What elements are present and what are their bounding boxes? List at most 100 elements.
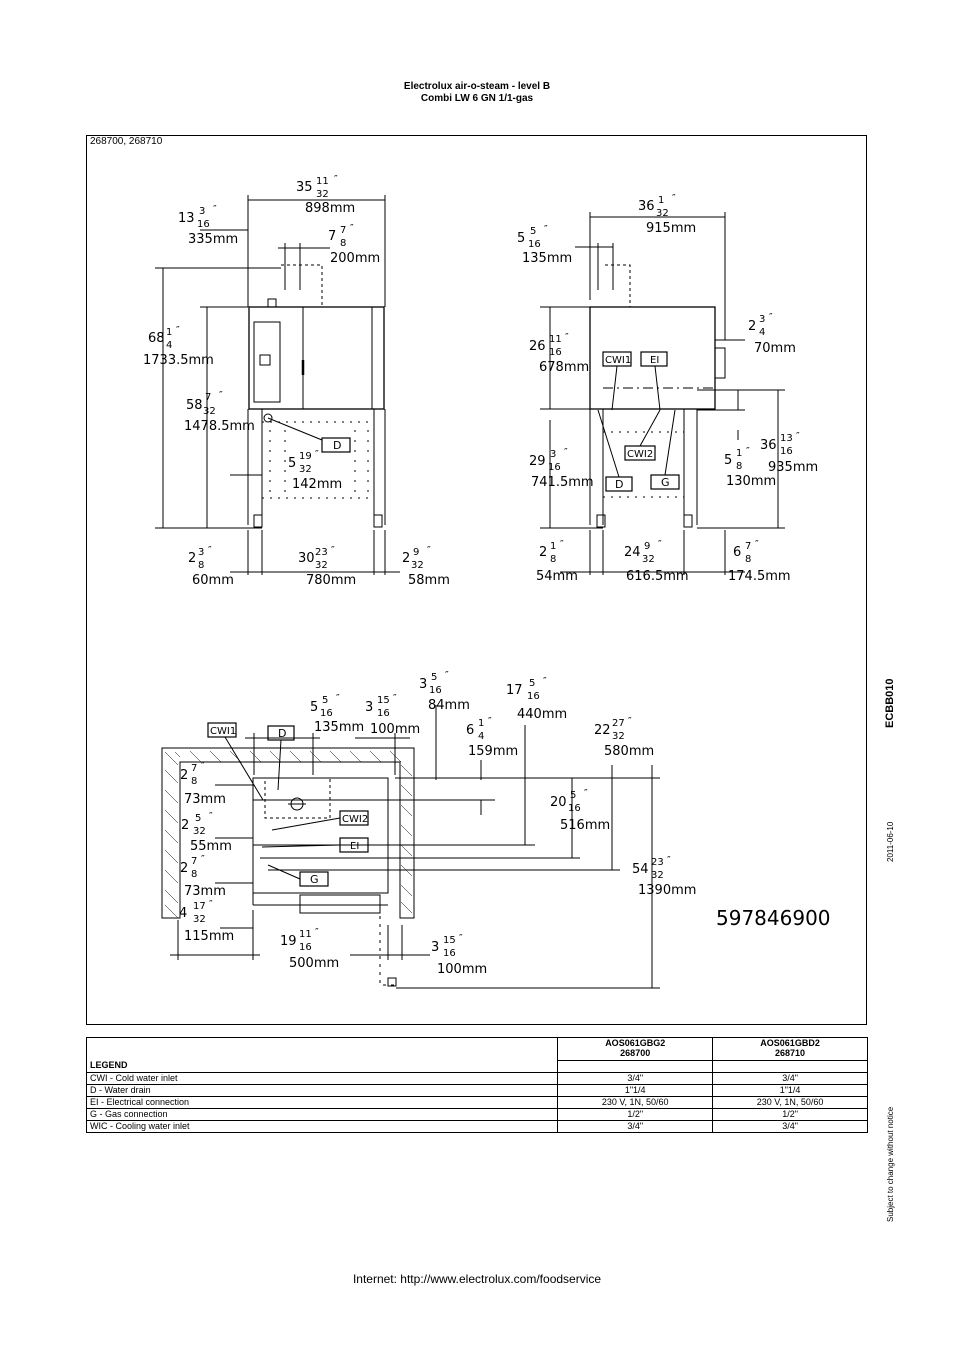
- svg-text:8: 8: [736, 461, 742, 472]
- svg-text:″: ″: [176, 325, 180, 336]
- svg-text:1: 1: [166, 327, 172, 338]
- svg-text:7: 7: [328, 229, 336, 244]
- svg-text:8: 8: [745, 554, 751, 565]
- svg-text:1: 1: [478, 718, 484, 729]
- svg-text:13: 13: [178, 211, 195, 226]
- svg-text:73mm: 73mm: [184, 884, 226, 899]
- svg-text:3: 3: [419, 677, 427, 692]
- svg-text:3: 3: [198, 547, 204, 558]
- svg-text:17: 17: [506, 683, 523, 698]
- top-view: [161, 705, 660, 989]
- svg-text:135mm: 135mm: [314, 720, 364, 735]
- svg-text:5: 5: [195, 813, 201, 824]
- svg-text:73mm: 73mm: [184, 792, 226, 807]
- svg-text:11: 11: [316, 176, 329, 187]
- svg-text:7: 7: [205, 392, 211, 403]
- svg-text:100mm: 100mm: [370, 722, 420, 737]
- svg-text:130mm: 130mm: [726, 474, 776, 489]
- svg-text:″: ″: [331, 545, 335, 556]
- document-code: ECBB010: [884, 678, 896, 728]
- svg-text:2: 2: [539, 545, 547, 560]
- svg-text:616.5mm: 616.5mm: [626, 569, 689, 584]
- svg-text:″: ″: [209, 811, 213, 822]
- svg-text:2: 2: [180, 861, 188, 876]
- svg-text:16: 16: [528, 239, 541, 250]
- svg-text:35: 35: [296, 180, 313, 195]
- table-row: EI - Electrical connection 230 V, 1N, 50…: [85, 1095, 868, 1109]
- svg-text:7: 7: [191, 856, 197, 867]
- svg-text:″: ″: [544, 224, 548, 235]
- svg-text:11: 11: [299, 929, 312, 940]
- svg-text:1733.5mm: 1733.5mm: [143, 353, 214, 368]
- svg-text:CWI1: CWI1: [605, 355, 631, 366]
- document-title: Electrolux air-o-steam - level B: [403, 81, 551, 92]
- svg-text:″: ″: [208, 545, 212, 556]
- svg-text:32: 32: [612, 731, 625, 742]
- svg-text:EI: EI: [650, 355, 659, 366]
- svg-text:16: 16: [377, 708, 390, 719]
- svg-text:20: 20: [550, 795, 567, 810]
- svg-text:EI: EI: [350, 841, 359, 852]
- svg-text:780mm: 780mm: [306, 573, 356, 588]
- svg-text:741.5mm: 741.5mm: [531, 475, 594, 490]
- svg-text:16: 16: [197, 219, 210, 230]
- svg-text:68: 68: [148, 331, 165, 346]
- svg-text:16: 16: [429, 685, 442, 696]
- notice-text: Subject to change without notice: [886, 1106, 895, 1222]
- svg-text:″: ″: [667, 855, 671, 866]
- side-view: [540, 212, 785, 575]
- svg-text:16: 16: [320, 708, 333, 719]
- svg-text:″: ″: [584, 788, 588, 799]
- svg-text:27: 27: [612, 718, 625, 729]
- svg-text:″: ″: [565, 332, 569, 343]
- svg-text:9: 9: [413, 547, 419, 558]
- svg-text:″: ″: [336, 693, 340, 704]
- svg-text:54mm: 54mm: [536, 569, 578, 584]
- svg-text:32: 32: [651, 870, 664, 881]
- table-row: WIC - Cooling water inlet 3/4" 3/4": [85, 1119, 868, 1133]
- svg-text:7: 7: [745, 541, 751, 552]
- svg-text:4: 4: [759, 327, 765, 338]
- svg-text:36: 36: [638, 199, 655, 214]
- svg-text:32: 32: [316, 189, 329, 200]
- svg-text:60mm: 60mm: [192, 573, 234, 588]
- svg-text:″: ″: [209, 899, 213, 910]
- svg-text:22: 22: [594, 723, 611, 738]
- svg-text:″: ″: [315, 449, 319, 460]
- svg-text:″: ″: [796, 431, 800, 442]
- model-numbers: 268700, 268710: [90, 136, 163, 147]
- svg-text:″: ″: [560, 539, 564, 550]
- svg-text:″: ″: [350, 223, 354, 234]
- svg-text:″: ″: [564, 447, 568, 458]
- svg-text:″: ″: [201, 761, 205, 772]
- revision-date: 2011-06-10: [886, 821, 895, 862]
- svg-text:4: 4: [179, 906, 187, 921]
- svg-text:174.5mm: 174.5mm: [728, 569, 791, 584]
- svg-text:58: 58: [186, 398, 203, 413]
- svg-text:16: 16: [549, 347, 562, 358]
- svg-text:″: ″: [445, 670, 449, 681]
- svg-text:4: 4: [478, 731, 484, 742]
- svg-text:16: 16: [780, 446, 793, 457]
- svg-text:1: 1: [736, 448, 742, 459]
- svg-text:29: 29: [529, 454, 546, 469]
- svg-text:335mm: 335mm: [188, 232, 238, 247]
- svg-text:8: 8: [550, 554, 556, 565]
- svg-text:1: 1: [550, 541, 556, 552]
- svg-text:36: 36: [760, 438, 777, 453]
- svg-text:16: 16: [527, 691, 540, 702]
- svg-text:200mm: 200mm: [330, 251, 380, 266]
- svg-text:1390mm: 1390mm: [638, 883, 696, 898]
- svg-text:2: 2: [748, 319, 756, 334]
- svg-text:55mm: 55mm: [190, 839, 232, 854]
- front-view: [155, 195, 400, 575]
- svg-text:915mm: 915mm: [646, 221, 696, 236]
- svg-text:2: 2: [188, 551, 196, 566]
- svg-text:1478.5mm: 1478.5mm: [184, 419, 255, 434]
- drawing-frame: [86, 135, 867, 1025]
- svg-text:6: 6: [466, 723, 474, 738]
- svg-text:″: ″: [393, 693, 397, 704]
- svg-text:32: 32: [411, 560, 424, 571]
- svg-text:4: 4: [166, 340, 172, 351]
